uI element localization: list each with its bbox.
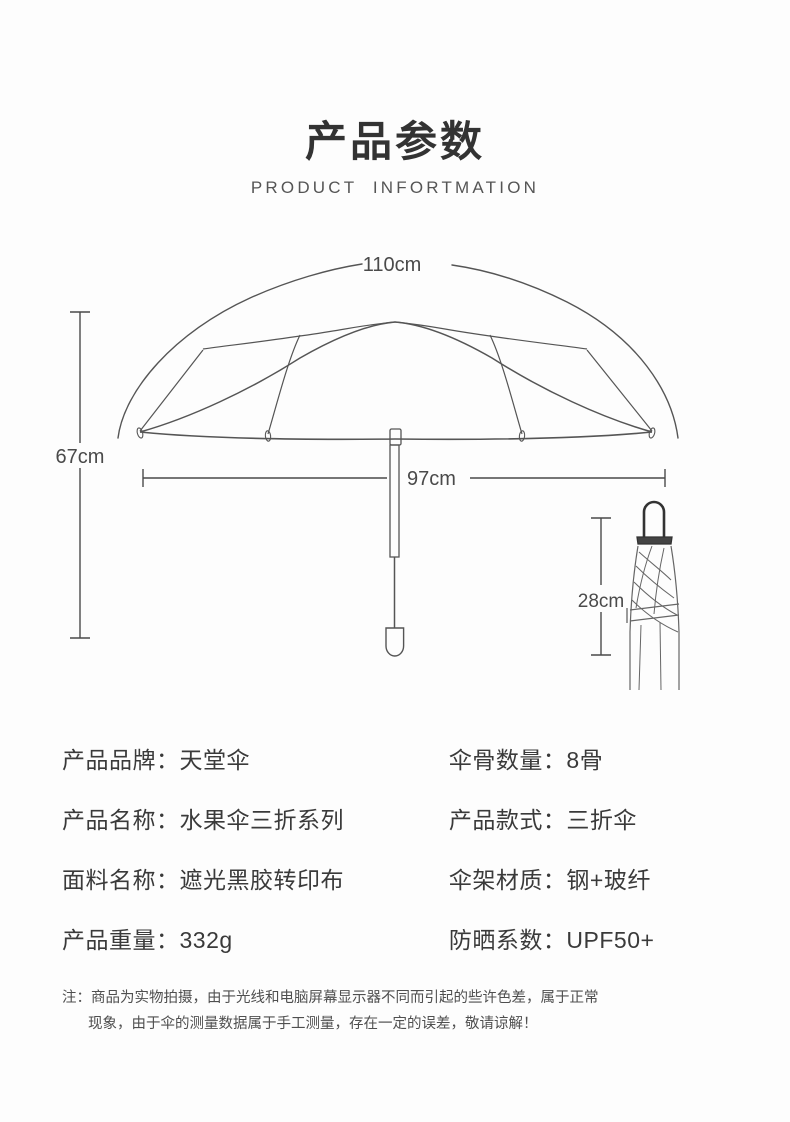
height-dimension-label: 67cm — [56, 446, 105, 468]
open-umbrella-drawing — [117, 263, 679, 657]
height-dimension-67cm — [70, 311, 90, 639]
folded-length-dimension-28cm — [591, 517, 611, 656]
folded-umbrella-drawing — [626, 500, 680, 690]
spec-rib-count: 伞骨数量：8骨 — [448, 747, 604, 773]
spec-product-brand: 产品品牌：天堂伞 — [62, 747, 250, 773]
folded-length-dimension-label: 28cm — [578, 591, 624, 612]
arc-dimension-label: 110cm — [363, 254, 422, 276]
disclaimer-note: 注：商品为实物拍摄，由于光线和电脑屏幕显示器不同而引起的些许色差，属于正常 现象… — [0, 985, 790, 1037]
table-row: 产品重量：332g 防晒系数：UPF50+ — [62, 908, 732, 968]
spec-product-weight: 产品重量：332g — [62, 927, 233, 953]
spec-product-style: 产品款式：三折伞 — [448, 807, 637, 833]
spec-fabric-name: 面料名称：遮光黑胶转印布 — [62, 867, 344, 893]
page-subtitle: PRODUCT INFORTMATION — [250, 178, 540, 198]
table-row: 产品品牌：天堂伞 伞骨数量：8骨 — [62, 728, 732, 788]
page-header: 产品参数 PRODUCT INFORTMATION — [0, 0, 790, 198]
disclaimer-line-2: 现象，由于伞的测量数据属于手工测量，存在一定的误差，敬请谅解！ — [88, 1016, 538, 1032]
spec-frame-material: 伞架材质：钢+玻纤 — [448, 867, 651, 893]
table-row: 面料名称：遮光黑胶转印布 伞架材质：钢+玻纤 — [62, 848, 732, 908]
page-title: 产品参数 — [304, 118, 485, 165]
umbrella-dimension-diagram: 67cm 97cm 110cm — [0, 240, 790, 690]
table-row: 产品名称：水果伞三折系列 产品款式：三折伞 — [62, 788, 732, 848]
specification-table: 产品品牌：天堂伞 伞骨数量：8骨 产品名称：水果伞三折系列 产品款式：三折伞 面… — [0, 728, 790, 968]
spec-product-name: 产品名称：水果伞三折系列 — [62, 807, 344, 833]
spec-upf-rating: 防晒系数：UPF50+ — [448, 927, 655, 953]
width-dimension-label: 97cm — [407, 468, 456, 490]
width-dimension-97cm — [142, 469, 666, 487]
disclaimer-line-1: 注：商品为实物拍摄，由于光线和电脑屏幕显示器不同而引起的些许色差，属于正常 — [62, 990, 599, 1006]
